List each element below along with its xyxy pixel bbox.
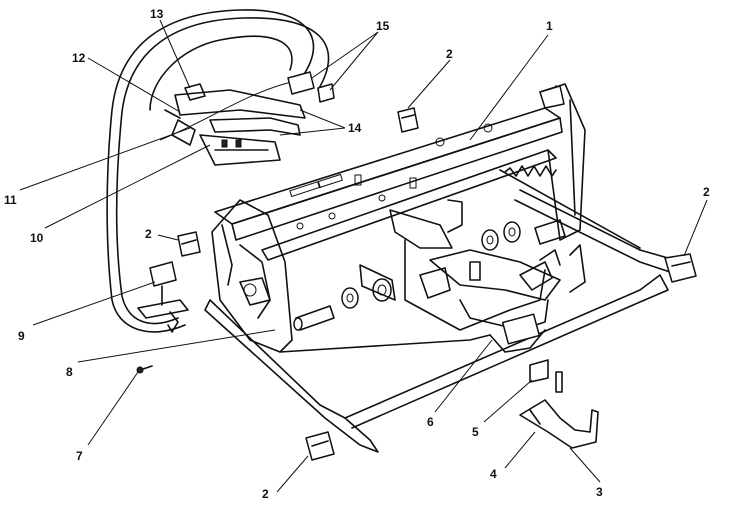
main-frame bbox=[204, 83, 671, 453]
cable-clip-bracket bbox=[137, 261, 189, 333]
tension-spring bbox=[504, 165, 557, 177]
callout-12: 12 bbox=[72, 51, 86, 65]
callout-10: 10 bbox=[30, 231, 44, 245]
leader-lines bbox=[19, 19, 708, 493]
callout-2-right: 2 bbox=[703, 185, 710, 199]
cable-guide-assembly bbox=[164, 83, 306, 166]
sensor-bracket bbox=[519, 359, 599, 449]
callout-2-top: 2 bbox=[446, 47, 453, 61]
left-shaft bbox=[293, 305, 335, 331]
callout-5: 5 bbox=[472, 425, 479, 439]
callout-8: 8 bbox=[66, 365, 73, 379]
rail-holes bbox=[289, 123, 493, 230]
callout-2-left: 2 bbox=[145, 227, 152, 241]
callout-labels: 1 2 2 2 2 2 3 4 5 6 7 8 9 10 11 12 13 14… bbox=[4, 7, 710, 501]
callout-3: 3 bbox=[596, 485, 603, 499]
callout-6: 6 bbox=[427, 415, 434, 429]
callout-14: 14 bbox=[348, 121, 362, 135]
carriage-assembly bbox=[341, 199, 586, 353]
callout-13: 13 bbox=[150, 7, 164, 21]
callout-4: 4 bbox=[490, 467, 497, 481]
connector-housings bbox=[177, 85, 697, 461]
callout-11: 11 bbox=[4, 193, 17, 207]
callout-2-bottom: 2 bbox=[262, 487, 269, 501]
screw bbox=[136, 365, 153, 374]
callout-7: 7 bbox=[76, 449, 83, 463]
callout-15: 15 bbox=[376, 19, 390, 33]
callout-9: 9 bbox=[18, 329, 25, 343]
cable-harness bbox=[106, 9, 330, 333]
callout-1: 1 bbox=[546, 19, 553, 33]
wire-connectors bbox=[287, 71, 335, 103]
